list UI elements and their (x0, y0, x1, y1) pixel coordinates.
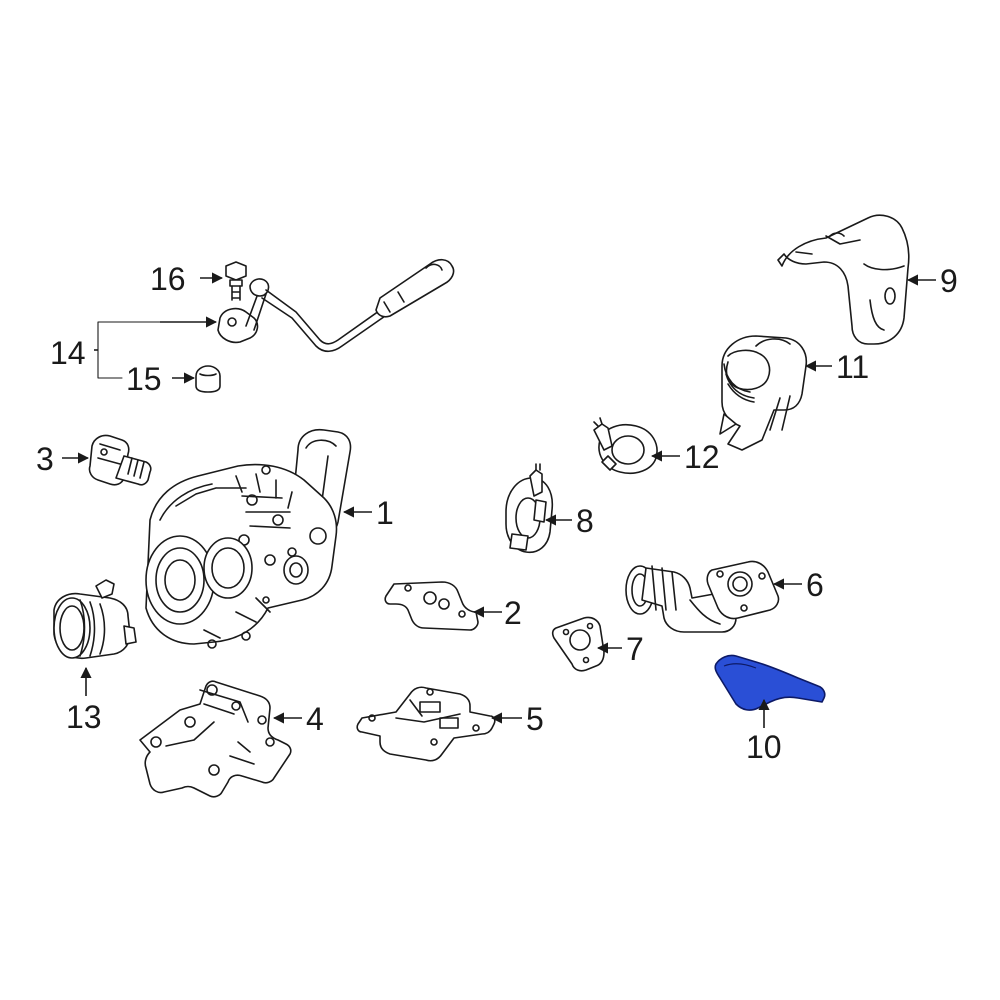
callout-8: 8 (576, 503, 594, 539)
callout-5: 5 (526, 701, 544, 737)
part-10-heatshield-highlighted[interactable] (714, 654, 826, 711)
part-5-plate[interactable] (356, 686, 496, 762)
part-11-elbow[interactable] (719, 335, 808, 451)
part-14-oil-tube[interactable] (217, 258, 455, 353)
part-12-clamp[interactable] (593, 417, 658, 474)
callout-15: 15 (126, 361, 162, 397)
callout-3: 3 (36, 441, 54, 477)
callout-10: 10 (746, 729, 782, 765)
part-2-gasket[interactable] (384, 581, 479, 631)
callout-13: 13 (66, 699, 102, 735)
part-16-bolt[interactable] (225, 261, 247, 301)
part-3-fitting[interactable] (88, 434, 152, 486)
part-9-heatshield[interactable] (777, 214, 910, 345)
part-6-downpipe[interactable] (625, 560, 780, 633)
callout-2: 2 (504, 595, 522, 631)
part-15-clip[interactable] (195, 365, 221, 393)
part-8-clamp[interactable] (505, 463, 554, 554)
callout-6: 6 (806, 567, 824, 603)
callout-leaders (62, 272, 936, 728)
part-7-gasket[interactable] (551, 616, 605, 672)
callout-1: 1 (376, 495, 394, 531)
callout-9: 9 (940, 263, 958, 299)
callout-12: 12 (684, 439, 720, 475)
part-1-turbocharger[interactable] (145, 428, 352, 649)
part-4-bracket[interactable] (139, 680, 292, 798)
callout-14: 14 (50, 335, 86, 371)
callout-11: 11 (836, 349, 869, 385)
callout-16: 16 (150, 261, 186, 297)
callout-labels: 16 14 15 3 1 13 2 4 5 8 12 11 9 6 7 10 (36, 261, 958, 765)
callout-7: 7 (626, 631, 644, 667)
part-13-coupler[interactable] (53, 579, 137, 659)
callout-4: 4 (306, 701, 324, 737)
